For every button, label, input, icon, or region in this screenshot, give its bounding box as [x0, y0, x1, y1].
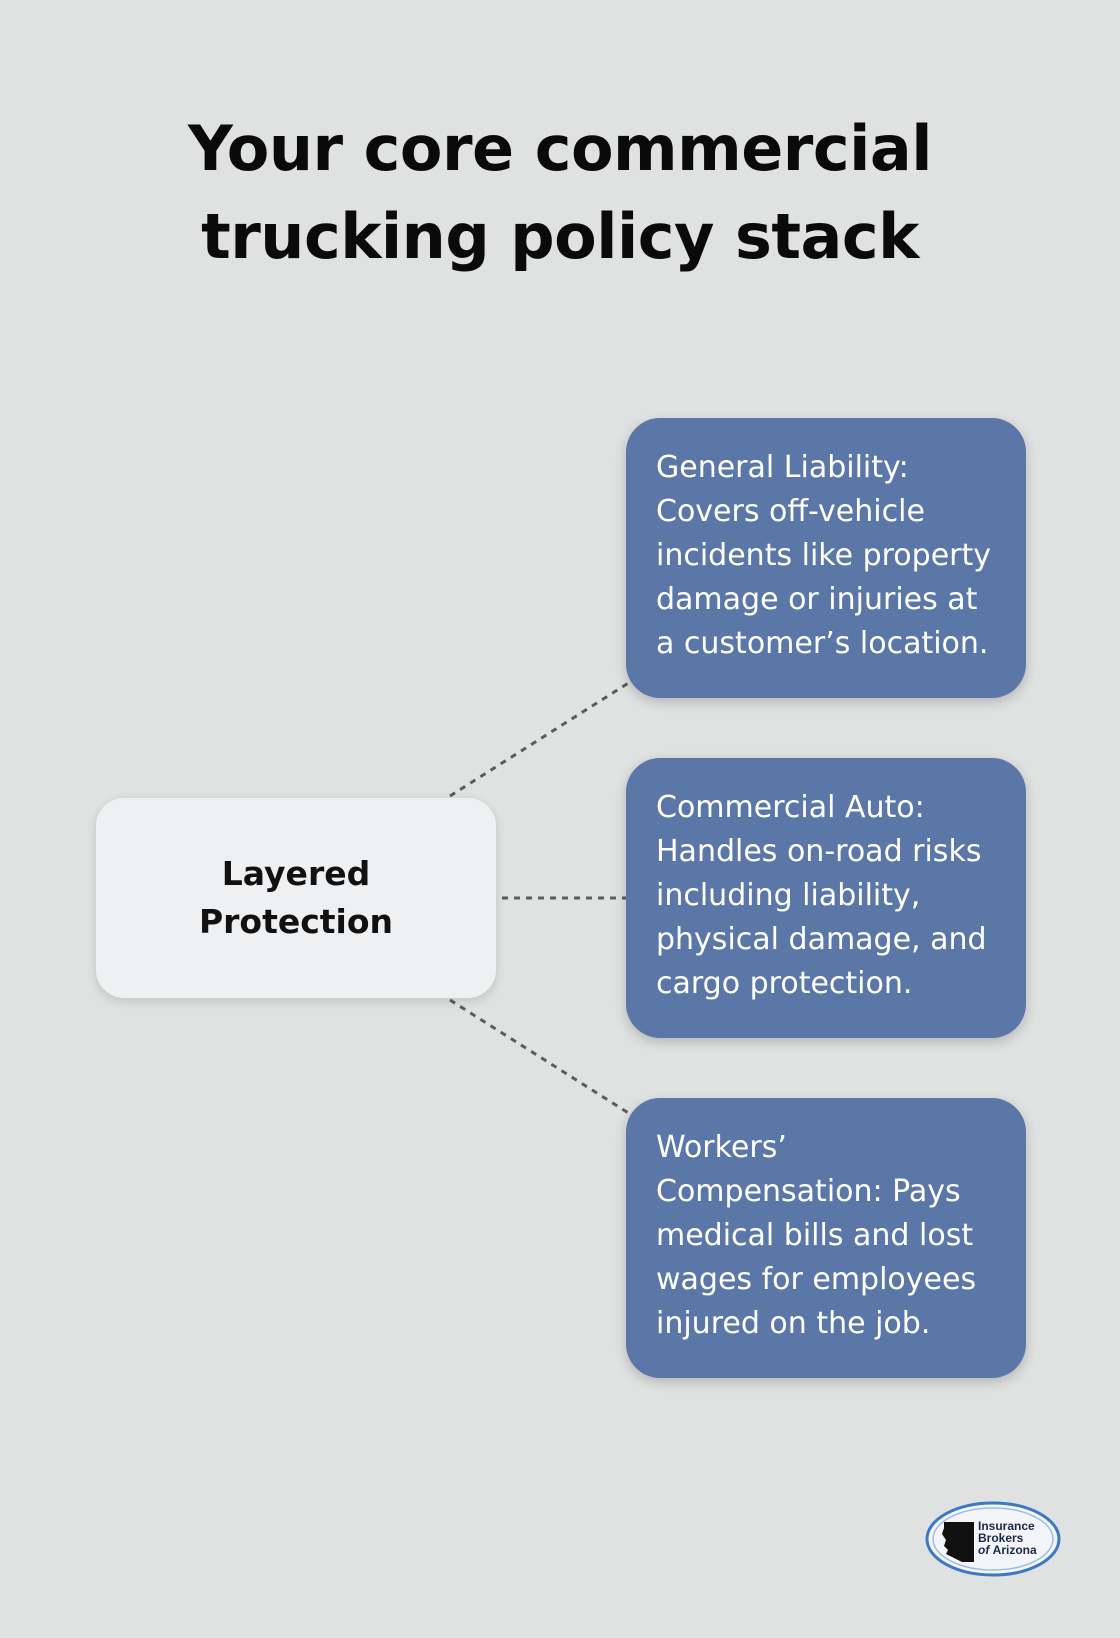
logo-line-3-prefix: of [978, 1543, 990, 1557]
company-logo: Insurance Brokers of Arizona [924, 1500, 1062, 1578]
policy-card-text: Commercial Auto: Handles on-road risks i… [656, 790, 987, 1001]
policy-card-general-liability: General Liability: Covers off-vehicle in… [626, 418, 1026, 698]
logo-line-1: Insurance [978, 1519, 1035, 1533]
diagram-title: Your core commercial trucking policy sta… [188, 112, 932, 273]
policy-card-text: General Liability: Covers off-vehicle in… [656, 450, 992, 661]
logo-line-2: Brokers [978, 1531, 1024, 1545]
connector-line-bottom [449, 998, 631, 1116]
arizona-state-icon [942, 1522, 974, 1562]
policy-card-workers-compensation: Workers’ Compensation: Pays medical bill… [626, 1098, 1026, 1378]
policy-card-text: Workers’ Compensation: Pays medical bill… [656, 1130, 977, 1341]
logo-line-3: of Arizona [978, 1544, 1037, 1556]
center-node: Layered Protection [96, 798, 496, 998]
logo-line-3-word: Arizona [992, 1543, 1037, 1557]
logo-wordmark: Insurance Brokers of Arizona [978, 1520, 1037, 1556]
policy-card-commercial-auto: Commercial Auto: Handles on-road risks i… [626, 758, 1026, 1038]
connector-line-top [449, 680, 631, 798]
center-node-label: Layered Protection [198, 854, 394, 941]
logo-emblem [925, 1501, 1061, 1577]
